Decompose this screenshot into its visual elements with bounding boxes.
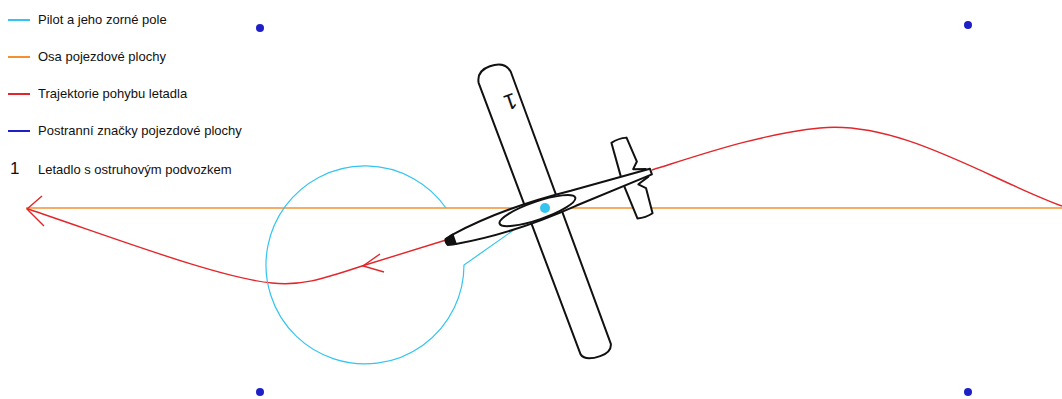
spinner <box>445 235 456 247</box>
legend-sample-number: 1 <box>10 160 19 177</box>
side-marker <box>964 388 972 396</box>
fuselage <box>442 162 654 252</box>
pilot <box>540 203 550 213</box>
legend-swatch <box>8 56 30 58</box>
field-of-view <box>266 166 545 364</box>
legend-text: Pilot a jeho zorné pole <box>38 13 167 26</box>
canopy <box>497 189 579 232</box>
trajectory-path <box>28 209 446 284</box>
side-marker <box>964 21 972 29</box>
legend-text: Letadlo s ostruhovým podvozkem <box>38 163 232 176</box>
view-sector <box>266 166 545 364</box>
legend-text: Osa pojezdové plochy <box>38 50 166 63</box>
legend-text: Trajektorie pohybu letadla <box>38 87 187 100</box>
arrowhead <box>363 254 384 272</box>
side-markers <box>256 21 972 396</box>
legend-swatch <box>8 19 30 21</box>
legend-text: Postranní značky pojezdové plochy <box>38 124 242 137</box>
wing <box>475 58 614 364</box>
side-marker <box>256 24 264 32</box>
trajectory-path <box>652 127 1062 206</box>
airplane <box>396 28 702 392</box>
legend-swatch <box>8 130 30 132</box>
legend-swatch <box>8 93 30 95</box>
side-marker <box>256 388 264 396</box>
arrowhead <box>27 196 44 226</box>
